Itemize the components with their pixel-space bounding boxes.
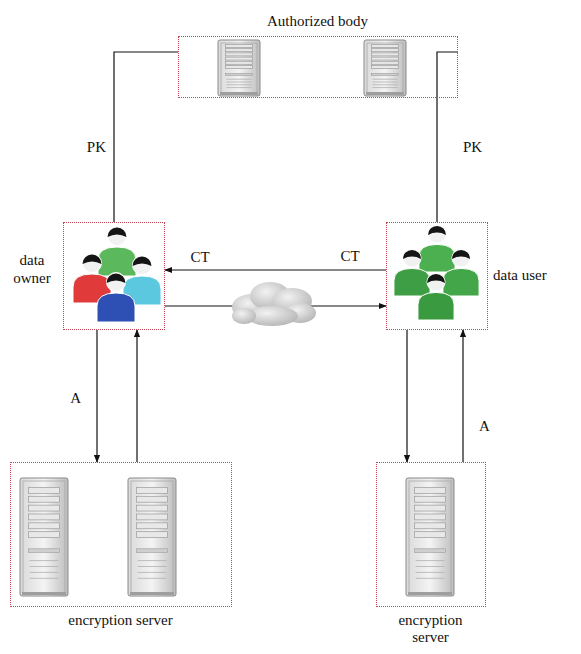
flow-label: CT	[188, 249, 211, 266]
connector	[136, 330, 137, 462]
connector	[462, 330, 463, 462]
server-box: encryption server	[10, 462, 232, 607]
node-label: data owner	[6, 252, 58, 287]
connector	[165, 269, 386, 270]
person-icon	[97, 273, 135, 323]
server-icon	[364, 40, 406, 96]
edge-label: CT	[338, 248, 361, 265]
node-label: encryption server	[385, 612, 477, 647]
server-box: encryption server	[376, 462, 486, 607]
server-icon	[406, 478, 454, 596]
authority-box: Authorized body	[178, 36, 458, 98]
connector	[437, 52, 458, 222]
server-icon	[218, 40, 260, 96]
person-icon	[419, 225, 455, 272]
edge-label: PK	[85, 139, 108, 156]
user-box: data user	[386, 222, 488, 330]
connector	[114, 52, 178, 222]
person-icon	[394, 249, 430, 296]
connector	[406, 330, 407, 462]
server-icon	[128, 478, 176, 596]
connector	[96, 330, 97, 462]
node-label: data user	[493, 267, 547, 284]
server-icon	[20, 478, 68, 596]
node-label: Authorized body	[267, 13, 368, 30]
person-icon	[443, 249, 479, 296]
node-label: encryption server	[68, 612, 173, 629]
edge-label: PK	[461, 139, 484, 156]
person-icon	[98, 227, 136, 277]
person-icon	[418, 273, 454, 320]
owner-box: data owner	[63, 222, 165, 330]
edge-label: A	[477, 418, 492, 435]
edge-label: A	[68, 390, 83, 407]
